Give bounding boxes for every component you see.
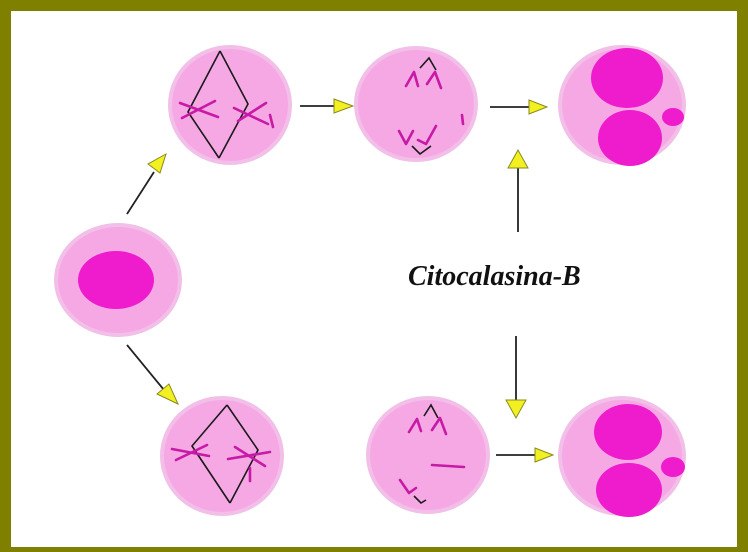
micronucleus [661, 457, 685, 477]
chromosome [226, 445, 272, 468]
arrow-top-anaphase-to-binucleate [490, 99, 549, 115]
chromosome [232, 101, 270, 126]
anaphase-cell-bottom [366, 396, 490, 514]
cell-nucleus [598, 110, 662, 166]
anaphase-cell-top [354, 46, 478, 162]
chromosome [397, 129, 415, 146]
arrow-top-metaphase-to-anaphase [300, 98, 355, 114]
micronucleus-cell-bottom [558, 396, 686, 517]
chromosome [170, 443, 211, 462]
chromosome [398, 478, 418, 495]
chromosome [460, 113, 465, 126]
spindle [423, 403, 439, 419]
interphase-cell [54, 223, 182, 337]
arrow-citocalasina-up [507, 148, 529, 232]
spindle [187, 50, 221, 159]
spindle [190, 404, 231, 504]
spindle [419, 56, 437, 71]
arrow-citocalasina-down [505, 336, 527, 420]
chromosome [407, 417, 423, 434]
micronucleus-cell-top [558, 45, 686, 166]
citocalasina-label: Citocalasina-B [408, 261, 581, 292]
spindle [413, 495, 427, 505]
arrow-bottom-anaphase-to-binucleate [496, 447, 555, 463]
spindle [411, 145, 432, 156]
arrow-to-bottom-metaphase [126, 344, 180, 406]
chromosome [416, 124, 438, 146]
chromosome [430, 416, 448, 436]
chromosome [268, 113, 275, 129]
chromosome [178, 99, 220, 120]
arrow-to-top-metaphase [126, 152, 167, 215]
chromosome [425, 70, 443, 90]
metaphase-cell-top [168, 45, 292, 165]
cell-nucleus [596, 463, 662, 517]
spindle [218, 50, 249, 159]
cell-nucleus [591, 48, 663, 108]
cell-nucleus [78, 251, 154, 309]
chromosome [430, 463, 466, 469]
chromosome [404, 70, 420, 88]
cell-nucleus [594, 404, 662, 460]
spindle [226, 404, 259, 504]
micronucleus [662, 108, 684, 126]
metaphase-cell-bottom [160, 396, 284, 516]
